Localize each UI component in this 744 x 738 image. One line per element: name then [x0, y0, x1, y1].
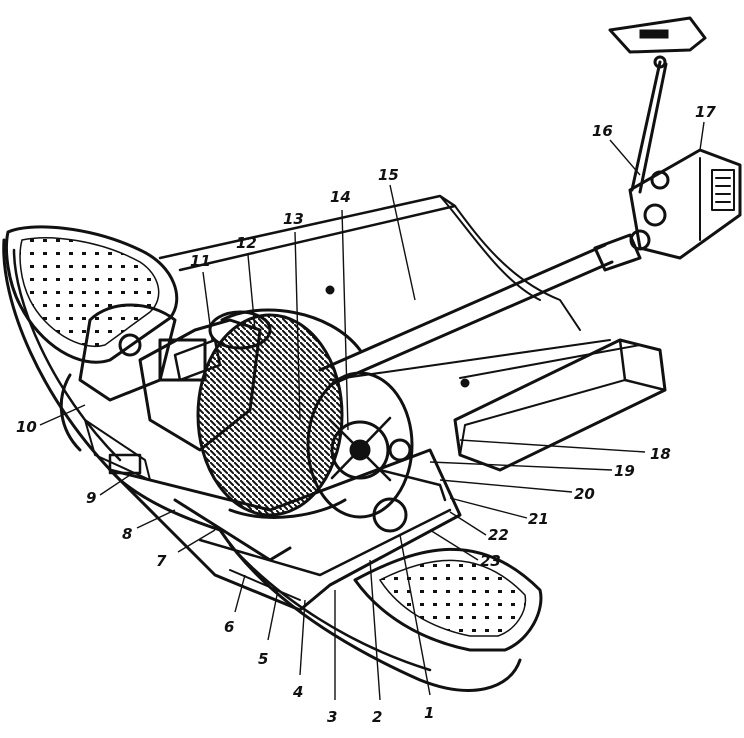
callout-20: 20 — [574, 485, 595, 503]
callout-1: 1 — [424, 704, 434, 722]
leader-lines — [39, 121, 705, 701]
callout-4: 4 — [292, 683, 303, 701]
callout-6: 6 — [224, 618, 234, 636]
right-footboard — [218, 528, 543, 692]
drive-shaft — [318, 233, 642, 387]
callout-14: 14 — [330, 188, 351, 206]
callout-22: 22 — [488, 526, 509, 544]
winch-drum — [196, 308, 414, 519]
callout-19: 19 — [614, 462, 635, 480]
callout-10: 10 — [16, 418, 37, 436]
winch-frame — [108, 448, 462, 612]
callout-9: 9 — [86, 489, 96, 507]
chassis-frame — [158, 194, 641, 388]
brake-assembly — [372, 438, 447, 533]
callout-5: 5 — [258, 650, 268, 668]
callout-17: 17 — [695, 103, 716, 121]
callout-18: 18 — [650, 445, 671, 463]
callout-11: 11 — [190, 252, 211, 270]
callout-labels: 1 2 3 4 5 6 7 8 9 10 11 12 13 14 15 16 1… — [16, 103, 716, 726]
callout-16: 16 — [592, 122, 613, 140]
callout-3: 3 — [327, 708, 337, 726]
callout-23: 23 — [480, 552, 501, 570]
callout-12: 12 — [236, 234, 257, 252]
hook-bracket — [59, 303, 177, 481]
callout-13: 13 — [283, 210, 304, 228]
callout-8: 8 — [122, 525, 132, 543]
cross-member — [453, 338, 667, 472]
callout-7: 7 — [156, 552, 167, 570]
control-lever — [608, 16, 707, 194]
callout-15: 15 — [378, 166, 399, 184]
callout-21: 21 — [528, 510, 549, 528]
callout-2: 2 — [372, 708, 382, 726]
